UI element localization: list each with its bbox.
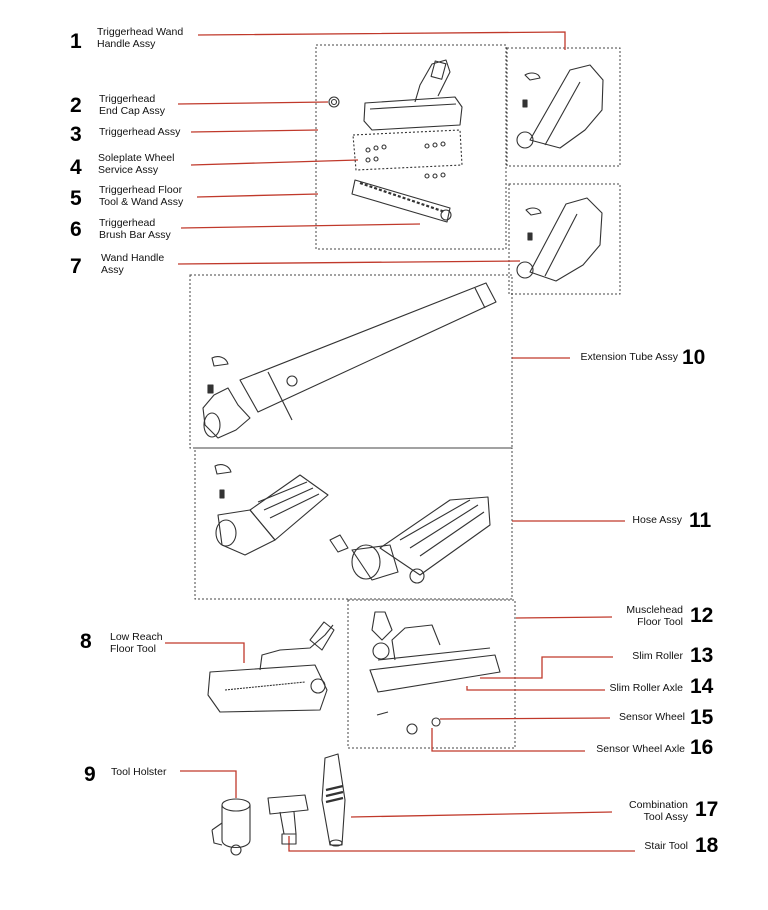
- callout-number-5: 5: [70, 187, 82, 210]
- callout-number-7: 7: [70, 255, 82, 278]
- callout-label-15: Sensor Wheel: [619, 711, 685, 723]
- callout-label-2: Triggerhead End Cap Assy: [99, 93, 165, 117]
- brush-bar-part: [351, 179, 452, 223]
- stair-tool-part: [267, 794, 309, 845]
- group-box-wand-handle-7: [508, 183, 621, 295]
- leader-2: [177, 101, 329, 105]
- callout-label-16: Sensor Wheel Axle: [596, 743, 685, 755]
- hose-part: [214, 464, 491, 584]
- callout-number-9: 9: [84, 763, 96, 786]
- callout-number-4: 4: [70, 156, 82, 179]
- callout-number-11: 11: [689, 509, 712, 532]
- leader-8: [165, 642, 245, 663]
- leader-9: [180, 770, 237, 798]
- callout-label-4: Soleplate Wheel Service Assy: [98, 152, 175, 176]
- leader-13: [480, 656, 613, 679]
- callout-label-17: Combination Tool Assy: [629, 799, 688, 823]
- group-box-wand-handle-1: [506, 47, 621, 167]
- callout-label-18: Stair Tool: [644, 840, 688, 852]
- callout-label-8: Low Reach Floor Tool: [110, 631, 163, 655]
- leader-7: [177, 260, 521, 265]
- leader-16: [431, 728, 585, 752]
- group-box-triggerhead: [315, 44, 507, 250]
- callout-number-1: 1: [70, 30, 82, 53]
- leader-12: [515, 616, 613, 619]
- callout-number-3: 3: [70, 123, 82, 146]
- callout-label-11: Hose Assy: [632, 514, 682, 526]
- callout-number-18: 18: [695, 834, 719, 857]
- low-reach-part: [207, 621, 335, 713]
- wand-handle-part-1: [516, 64, 604, 149]
- callout-label-9: Tool Holster: [111, 766, 167, 778]
- wand-handle-part-7: [516, 197, 603, 282]
- musclehead-part: [369, 611, 501, 735]
- callout-number-6: 6: [70, 218, 82, 241]
- callout-number-15: 15: [690, 706, 714, 729]
- leader-14: [466, 686, 605, 691]
- callout-number-12: 12: [690, 604, 714, 627]
- triggerhead-part: [328, 59, 463, 131]
- callout-label-10: Extension Tube Assy: [580, 351, 678, 363]
- leader-17: [350, 811, 613, 818]
- callout-number-10: 10: [682, 346, 706, 369]
- group-box-extension-tube: [189, 274, 513, 449]
- callout-number-14: 14: [690, 675, 714, 698]
- callout-label-13: Slim Roller: [632, 650, 683, 662]
- callout-label-12: Musclehead Floor Tool: [626, 604, 683, 628]
- leader-1: [197, 31, 566, 50]
- combination-tool-part: [321, 753, 346, 847]
- callout-label-7: Wand Handle Assy: [101, 252, 165, 276]
- group-box-musclehead: [347, 599, 516, 749]
- callout-label-14: Slim Roller Axle: [609, 682, 683, 694]
- tool-holster-part: [211, 798, 251, 856]
- leader-3: [190, 129, 319, 133]
- callout-number-16: 16: [690, 736, 714, 759]
- callout-label-6: Triggerhead Brush Bar Assy: [99, 217, 171, 241]
- group-box-hose: [194, 447, 513, 600]
- callout-number-2: 2: [70, 94, 82, 117]
- soleplate-wheel-parts: [352, 129, 463, 179]
- leader-6: [180, 223, 421, 229]
- callout-label-1: Triggerhead Wand Handle Assy: [97, 26, 184, 50]
- leader-5: [196, 193, 319, 198]
- callout-number-13: 13: [690, 644, 714, 667]
- callout-label-5: Triggerhead Floor Tool & Wand Assy: [99, 184, 184, 208]
- extension-tube-part: [202, 282, 497, 439]
- leader-15: [439, 717, 611, 720]
- leader-4: [190, 159, 359, 166]
- leader-18: [288, 836, 635, 852]
- callout-number-8: 8: [80, 630, 92, 653]
- callout-number-17: 17: [695, 798, 719, 821]
- callout-label-3: Triggerhead Assy: [99, 126, 181, 138]
